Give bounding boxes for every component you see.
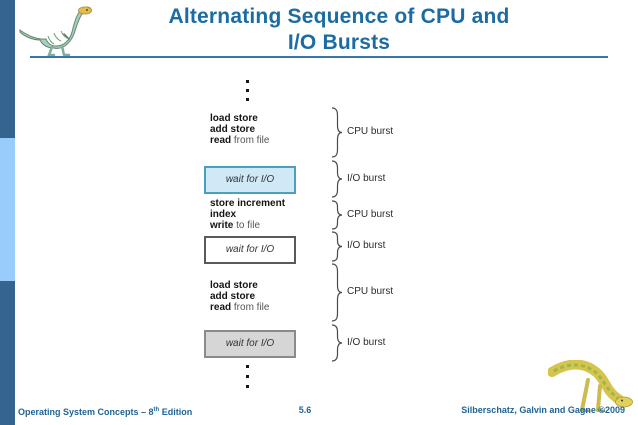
burst-label-3: CPU burst (347, 209, 394, 220)
wait-for-io-box-2: wait for I/O (204, 236, 296, 264)
code-bold: write (210, 220, 234, 231)
slide-title-line2: I/O Bursts (287, 31, 391, 54)
code-line: add store (210, 291, 269, 302)
code-block-2: store increment index write to file (210, 198, 285, 231)
brace-icon (331, 231, 343, 262)
code-line: index (210, 209, 285, 220)
code-bold: index (210, 209, 237, 220)
code-bold: load store (210, 113, 258, 124)
ellipsis-dot (246, 375, 249, 378)
code-line: load store (210, 280, 269, 291)
slide-title: Alternating Sequence of CPU and I/O Burs… (60, 4, 618, 56)
sidebar-segment-top (0, 0, 15, 138)
dinosaur-icon (19, 6, 92, 57)
code-bold: load store (210, 280, 258, 291)
brace-icon (331, 200, 343, 230)
code-line: load store (210, 113, 269, 124)
sidebar-segment-middle (0, 138, 15, 281)
code-block-1: load store add store read from file (210, 113, 269, 146)
footer-edition-text: Edition (159, 407, 193, 417)
code-bold: read (210, 302, 232, 313)
burst-label-6: I/O burst (347, 337, 386, 348)
brace-icon (331, 160, 343, 198)
code-bold: store increment (210, 198, 286, 209)
code-block-3: load store add store read from file (210, 280, 269, 313)
code-bold: add store (210, 291, 256, 302)
brace-icon (331, 107, 343, 158)
footer-edition-sup: th (153, 407, 160, 413)
footer-book-title-text: Operating System Concepts – 8 (18, 407, 154, 417)
ellipsis-dot (246, 365, 249, 368)
code-bold: read (210, 135, 232, 146)
wait-for-io-box-3: wait for I/O (204, 330, 296, 358)
burst-label-1: CPU burst (347, 126, 394, 137)
code-line: read from file (210, 302, 269, 313)
footer-authors: Silberschatz, Galvin and Gagne ©2009 (461, 405, 625, 415)
code-line: write to file (210, 220, 285, 231)
dinosaur-icon (548, 360, 633, 413)
code-rest: to file (233, 220, 261, 231)
code-rest: from file (231, 135, 270, 146)
ellipsis-dot (246, 89, 249, 92)
sidebar-segment-bottom (0, 281, 15, 425)
brace-icon (331, 324, 343, 362)
code-rest: from file (231, 302, 270, 313)
burst-label-5: CPU burst (347, 286, 394, 297)
wait-for-io-box-1: wait for I/O (204, 166, 296, 194)
burst-label-4: I/O burst (347, 240, 386, 251)
ellipsis-dot (246, 98, 249, 101)
code-line: read from file (210, 135, 269, 146)
footer-slide-number: 5.6 (298, 405, 312, 415)
code-line: store increment (210, 198, 285, 209)
code-line: add store (210, 124, 269, 135)
brace-icon (331, 263, 343, 322)
ellipsis-dot (246, 80, 249, 83)
slide-title-line1: Alternating Sequence of CPU and (168, 5, 510, 28)
title-underline (30, 56, 608, 58)
burst-label-2: I/O burst (347, 173, 386, 184)
code-bold: add store (210, 124, 256, 135)
footer-book-title: Operating System Concepts – 8th Edition (18, 405, 192, 418)
ellipsis-dot (246, 385, 249, 388)
